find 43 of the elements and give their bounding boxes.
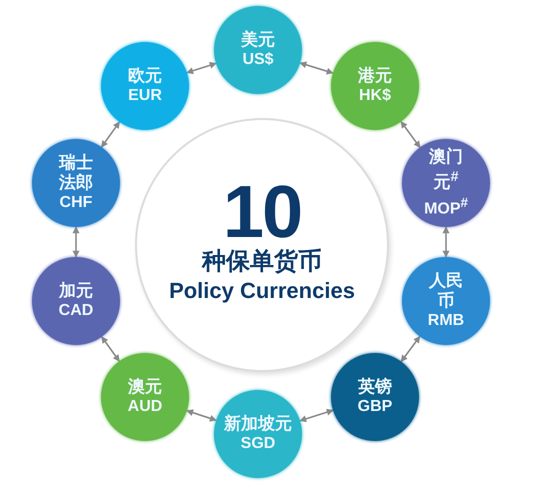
currency-code: AUD [128,397,162,417]
double-arrow [101,336,120,362]
currency-code: SGD [240,434,276,454]
double-arrow [72,226,80,258]
chinese-heading: 种保单货币 [202,247,322,277]
double-arrow [299,61,334,75]
currency-name: 英镑 [358,377,392,397]
currency-code: CHF [60,193,92,213]
currency-circle [214,6,302,94]
currency-circle [32,139,120,227]
double-arrow [186,62,217,74]
double-arrow [442,226,450,258]
currency-code: EUR [128,86,162,106]
currency-code: CAD [58,301,94,321]
currency-circle [214,390,302,478]
currency-name: 加元 [59,281,93,301]
currency-code: US$ [242,50,274,70]
currency-circle [101,353,189,441]
currency-code: RMB [428,311,464,331]
currency-name: 澳元 [128,377,162,397]
currency-circle [331,42,419,130]
double-arrow [100,121,120,148]
count-number: 10 [222,177,302,247]
currency-name: 新加坡元 [224,414,292,434]
currency-name: 欧元 [128,66,162,86]
currency-name: 瑞士法郎 [58,153,94,193]
double-arrow [400,336,420,362]
double-arrow [186,409,217,422]
currency-name: 澳门元$^{#}$ [428,147,464,193]
english-heading: Policy Currencies [169,277,355,305]
currency-circle [402,139,490,227]
currency-code: HK$ [358,86,391,106]
currency-name: 美元 [241,30,275,50]
double-arrow [400,120,421,148]
currency-code: GBP [358,397,392,417]
currency-name: 港元 [358,66,392,86]
currency-code: MOP$^{#}$ [424,194,468,219]
currency-circle [32,257,120,345]
currency-circle [101,42,189,130]
currency-circle [331,353,419,441]
double-arrow [299,408,334,422]
currency-circle [402,257,490,345]
currency-name: 人民币 [428,271,464,311]
